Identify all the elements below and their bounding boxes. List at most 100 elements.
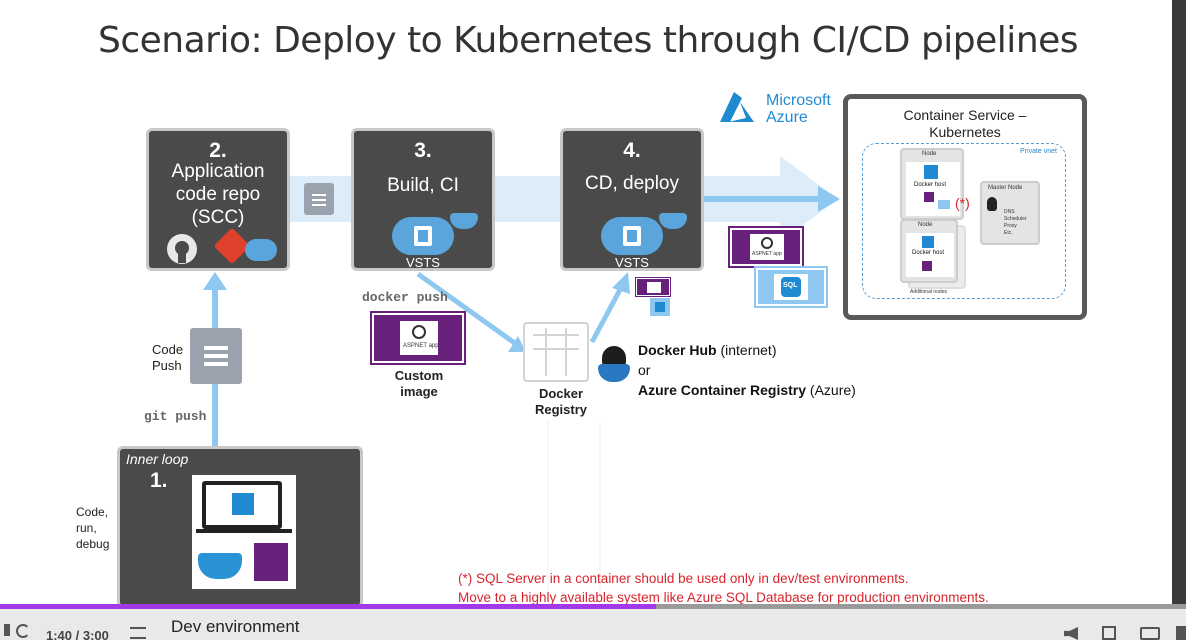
step-deploy-label: CD, deploy xyxy=(585,173,679,194)
inner-loop-caption: Inner loop xyxy=(126,451,189,467)
aspnet-app-label: ASPNET app xyxy=(403,343,439,349)
acr-name: Azure Container Registry xyxy=(638,382,807,398)
vs-cloud-icon xyxy=(245,239,277,261)
video-time: 1:40 / 3:00 xyxy=(46,628,109,640)
laptop-icon xyxy=(202,481,282,529)
git-push-label: git push xyxy=(144,409,207,424)
docker-hub-line: Docker Hub (internet) xyxy=(638,340,856,360)
docker-whale-icon xyxy=(198,553,242,579)
azure-logo: Microsoft Azure xyxy=(716,92,846,126)
step-deploy-number: 4. xyxy=(623,139,641,162)
slide-title: Scenario: Deploy to Kubernetes through C… xyxy=(98,20,1079,61)
master-node-label: Master Node xyxy=(988,185,1023,191)
private-vnet-area: Private vnet xyxy=(862,143,1066,299)
azure-logo-icon xyxy=(720,92,754,122)
docker-host-label: Docker host xyxy=(914,182,947,188)
additional-nodes-label: Additional nodes xyxy=(910,289,947,295)
registry-options: Docker Hub (internet) or Azure Container… xyxy=(638,340,856,400)
acr-line: Azure Container Registry (Azure) xyxy=(638,380,856,400)
registry-icon xyxy=(523,322,589,382)
docker-host-label: Docker host xyxy=(912,250,945,256)
code-run-debug-label: Code, run, debug xyxy=(76,505,110,551)
github-icon xyxy=(167,234,197,264)
docker-whale-icon xyxy=(659,213,687,229)
docker-registry-label: Docker Registry xyxy=(534,386,588,417)
sql-container: SQL xyxy=(754,266,828,308)
docker-host-box: Docker host xyxy=(906,233,954,277)
linux-icon xyxy=(987,197,997,211)
step-repo-label: Application code repo (SCC) xyxy=(171,161,265,228)
k8s-title: Container Service – Kubernetes xyxy=(903,107,1027,140)
azure-logo-line2: Azure xyxy=(766,109,808,126)
docker-hub-note: (internet) xyxy=(716,342,777,358)
docker-hub-name: Docker Hub xyxy=(638,342,717,358)
play-icon[interactable] xyxy=(4,624,10,636)
windows-icon xyxy=(924,165,938,179)
docker-push-label: docker push xyxy=(362,290,448,305)
step-build-label: Build, CI xyxy=(387,175,459,196)
node-label: Node xyxy=(918,222,933,228)
master-item: Etc. xyxy=(1004,230,1013,236)
sql-asterisk: (*) xyxy=(955,195,970,211)
settings-icon[interactable] xyxy=(1176,626,1186,640)
aspnet-container-k8s: ASPNET app xyxy=(728,226,804,268)
step-deploy-box: 4. CD, deploy VSTS xyxy=(560,128,704,271)
vsts-cloud-icon xyxy=(392,217,454,255)
replay-icon[interactable] xyxy=(16,624,30,638)
docker-host-box: Docker host xyxy=(906,162,960,216)
mini-aspnet-image xyxy=(635,277,671,297)
code-push-label: Code Push xyxy=(152,342,184,373)
node-box: Node Docker host xyxy=(900,148,964,220)
windows-icon xyxy=(922,236,934,248)
container-icon xyxy=(922,261,932,271)
step-build-service: VSTS xyxy=(406,255,440,270)
node-label: Node xyxy=(922,151,937,157)
private-vnet-label: Private vnet xyxy=(1020,148,1057,155)
master-item: Proxy xyxy=(1004,223,1017,229)
k8s-box: Container Service – Kubernetes Private v… xyxy=(843,94,1087,320)
globe-icon xyxy=(761,237,773,249)
or-text: or xyxy=(638,362,651,378)
node-box: Node Docker host xyxy=(900,219,958,283)
step-deploy-service: VSTS xyxy=(615,255,649,270)
mini-sql-image xyxy=(650,298,670,316)
master-item: DNS xyxy=(1004,209,1015,215)
docker-whale-icon xyxy=(450,213,478,229)
globe-icon xyxy=(412,325,426,339)
progress-fill xyxy=(0,604,656,609)
windows-icon xyxy=(232,493,254,515)
container-icon xyxy=(924,192,934,202)
step-build-number: 3. xyxy=(414,139,432,162)
master-item: Scheduler xyxy=(1004,216,1027,222)
dev-environment-label: Dev environment xyxy=(171,617,300,636)
visual-studio-icon xyxy=(254,543,288,581)
database-icon: SQL xyxy=(781,277,801,297)
document-icon xyxy=(304,183,334,215)
code-document-icon xyxy=(190,328,242,384)
footnote-line1: (*) SQL Server in a container should be … xyxy=(458,571,909,586)
custom-image-container: ASPNET app xyxy=(370,311,466,365)
sql-label: SQL xyxy=(783,282,798,289)
dev-tools-panel xyxy=(192,475,296,589)
vsts-cloud-icon xyxy=(601,217,663,255)
inner-loop-box: Inner loop 1. xyxy=(117,446,363,608)
docker-push-arrow xyxy=(416,271,518,347)
captions-icon[interactable] xyxy=(1140,627,1160,640)
acr-note: (Azure) xyxy=(806,382,856,398)
footnote-line2: Move to a highly available system like A… xyxy=(458,590,989,605)
step-repo-box: 2. Application code repo (SCC) xyxy=(146,128,290,271)
transcript-icon[interactable] xyxy=(1102,626,1116,640)
step-build-box: 3. Build, CI VSTS xyxy=(351,128,495,271)
custom-image-label: Custom image xyxy=(394,368,444,399)
sql-container-icon xyxy=(938,200,950,209)
window-edge xyxy=(1172,0,1186,640)
chapters-icon[interactable] xyxy=(130,627,146,639)
pull-arrow xyxy=(589,284,625,344)
video-control-bar xyxy=(0,608,1186,640)
docker-hub-icon xyxy=(598,346,630,384)
azure-logo-line1: Microsoft xyxy=(766,92,831,109)
inner-loop-number: 1. xyxy=(150,469,168,492)
aspnet-app-label: ASPNET app xyxy=(752,251,782,257)
master-node-box: Master Node DNS Scheduler Proxy Etc. xyxy=(980,181,1040,245)
